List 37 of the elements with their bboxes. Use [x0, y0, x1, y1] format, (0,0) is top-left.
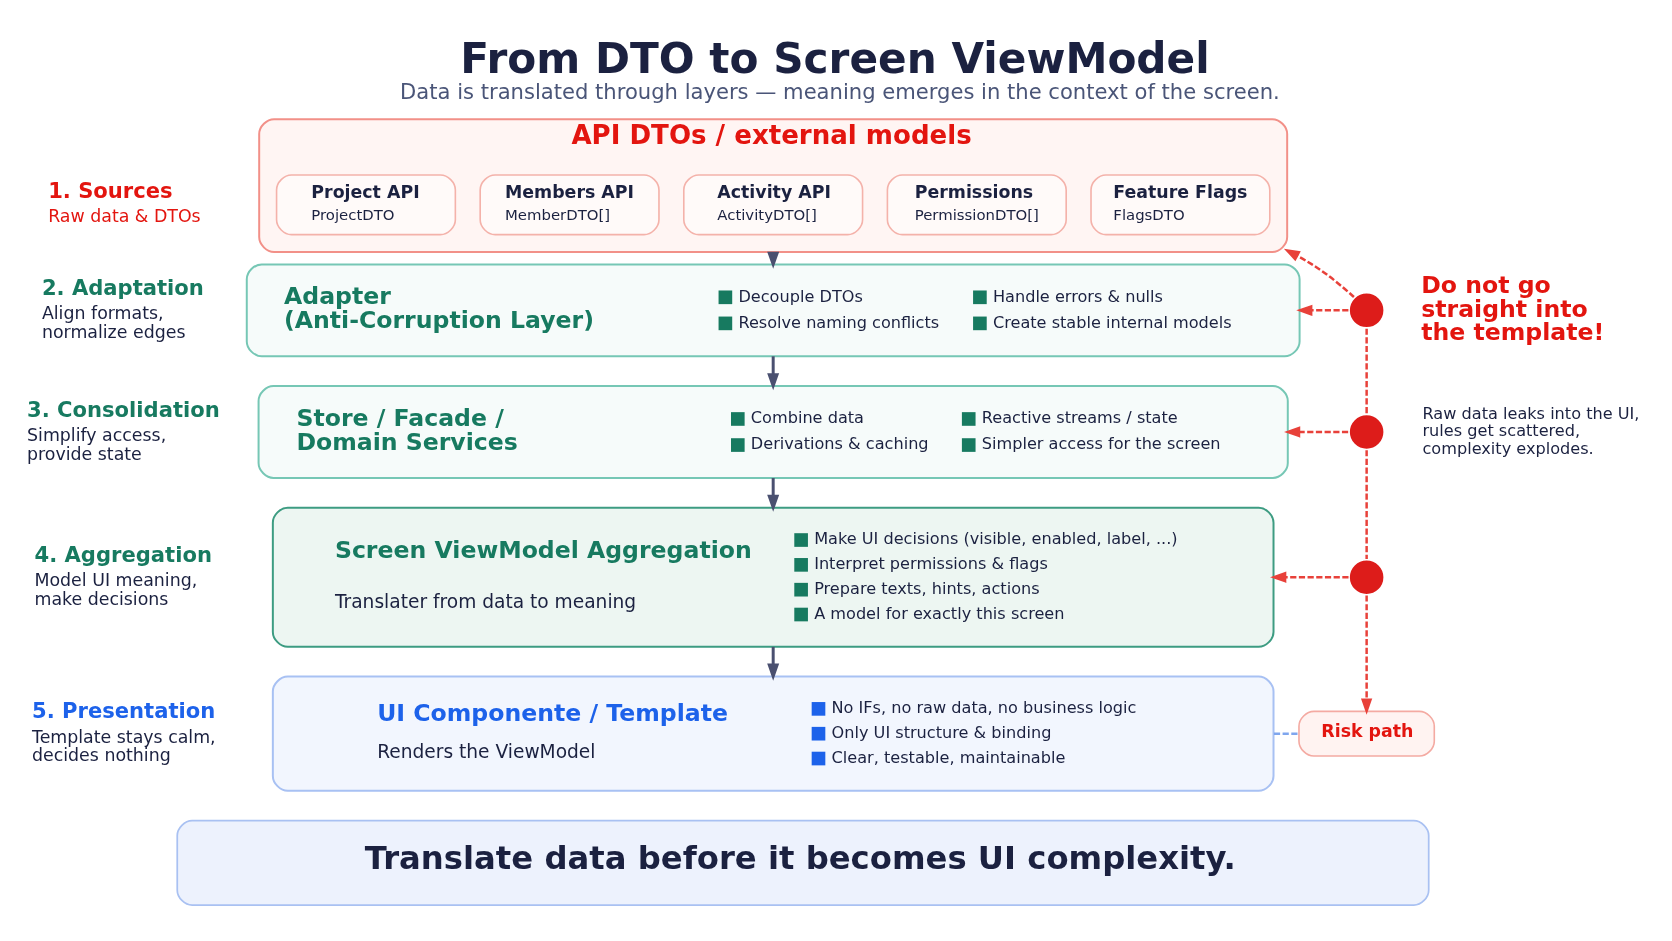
- arrow: [1360, 595, 1372, 715]
- node-circle: [1346, 291, 1386, 330]
- node-box: Members API MemberDTO[]: [478, 174, 660, 236]
- node-label: 5. Presentation: [31, 698, 215, 724]
- node-box: Adapter (Anti-Corruption Layer) Decouple DTOs Handle errors & nulls Resolve naming conflicts Create stable internal models: [245, 263, 1301, 358]
- connector: [1364, 450, 1368, 560]
- node-label: 1. Sources: [47, 178, 173, 204]
- node-box: Activity API ActivityDTO[]: [682, 174, 863, 236]
- node-box: Project API ProjectDTO: [275, 174, 456, 236]
- node-label: 4. Aggregation: [33, 541, 212, 567]
- node-box: Screen ViewModel Aggregation Translater from data to meaning Make UI decisions (visible, enabled, label, ...) Interpret permissions & flags Prepare texts, hints, actions A model for exactly this screen: [271, 506, 1274, 648]
- arrow: [1295, 304, 1348, 316]
- connector: [1364, 328, 1368, 414]
- node-label: Align formats, normalize edges: [41, 303, 185, 342]
- node-label: Model UI meaning, make decisions: [33, 570, 197, 609]
- node-box: Feature Flags FlagsDTO: [1089, 174, 1271, 236]
- label: Do not go straight into the template!: [1420, 271, 1604, 347]
- connector: [1273, 732, 1299, 735]
- node-label: Simplify access, provide state: [26, 424, 166, 464]
- arrow: [1283, 248, 1355, 298]
- node-box: Translate data before it becomes UI complexity.: [175, 819, 1430, 906]
- node-label: Raw data & DTOs: [47, 206, 201, 227]
- arrow: [766, 646, 779, 681]
- node-box: Risk path: [1297, 710, 1435, 757]
- arrow: [1269, 571, 1348, 583]
- node-box: Store / Facade / Domain Services Combine data Reactive streams / state Derivations & caching Simpler access for the screen: [257, 385, 1289, 479]
- node-label: Template stays calm, decides nothing: [31, 726, 216, 766]
- arrow: [1283, 426, 1348, 438]
- node-box: Permissions PermissionDTO[]: [886, 174, 1067, 236]
- node-label: 3. Consolidation: [26, 396, 220, 422]
- node-box: UI Componente / Template Renders the ViewModel No IFs, no raw data, no business logic Only UI structure & binding Clear, testable, maintainable: [271, 675, 1274, 792]
- arrow: [766, 356, 779, 391]
- node-label: 2. Adaptation: [41, 274, 204, 300]
- label: Raw data leaks into the UI, rules get scattered, complexity explodes.: [1422, 403, 1639, 458]
- node-circle: [1346, 412, 1386, 452]
- arrow: [766, 478, 779, 512]
- node-circle: [1346, 558, 1386, 597]
